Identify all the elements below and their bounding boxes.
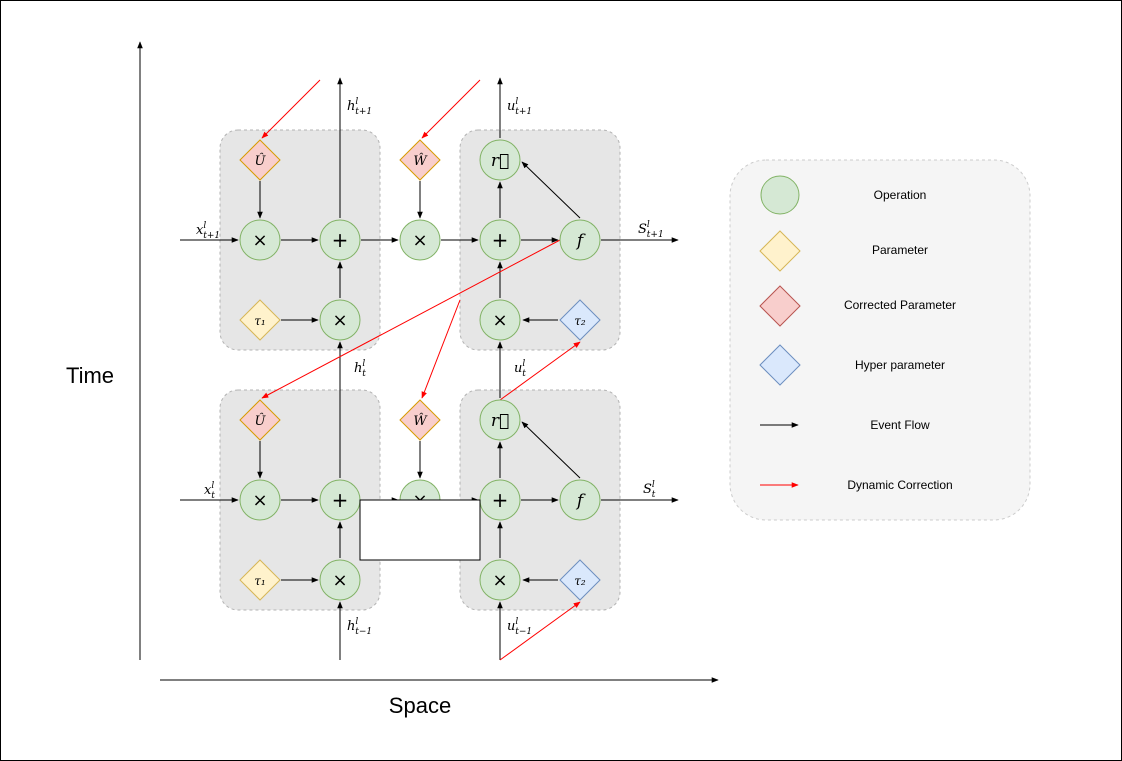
- multiply-symbol: ×: [252, 230, 267, 251]
- fire-function-symbol: f: [575, 491, 586, 511]
- multiply-symbol: ×: [252, 490, 267, 511]
- add-symbol: +: [492, 228, 509, 252]
- legend-box: [729, 159, 1031, 521]
- multiply-symbol: ×: [332, 310, 347, 331]
- legend-corrected-parameter-swatch: [759, 285, 801, 327]
- u-hat-symbol: Û: [255, 412, 267, 429]
- legend-hyper-parameter-label: Hyper parameter: [855, 358, 945, 372]
- event-flow-arrows: [180, 77, 679, 660]
- tau2-symbol: τ₂: [574, 574, 586, 588]
- dynamic-correction-arrows: [261, 79, 581, 661]
- parameter-diamonds: Û Ŵ Û Ŵ τ₁ τ₁ τ₂ τ₂: [239, 139, 601, 601]
- reset-symbol: r⃗: [491, 151, 509, 171]
- blank-overlay-box: [359, 499, 481, 561]
- time-axis-label: Time: [66, 363, 114, 388]
- add-symbol: +: [492, 488, 509, 512]
- tau2-symbol: τ₂: [574, 314, 586, 328]
- add-symbol: +: [332, 228, 349, 252]
- w-hat-symbol: Ŵ: [413, 413, 428, 429]
- space-axis-label: Space: [389, 693, 451, 718]
- tau1-symbol: τ₁: [254, 574, 265, 588]
- multiply-symbol: ×: [332, 570, 347, 591]
- multiply-symbol: ×: [412, 230, 427, 251]
- legend-operation-swatch: [760, 175, 800, 215]
- legend: Operation Parameter Corrected Parameter …: [729, 159, 1031, 521]
- legend-dynamic-correction-label: Dynamic Correction: [847, 478, 952, 492]
- legend-parameter-swatch: [759, 230, 801, 272]
- multiply-symbol: ×: [492, 310, 507, 331]
- fire-function-symbol: f: [575, 231, 586, 251]
- legend-parameter-label: Parameter: [872, 243, 928, 257]
- multiply-symbol: ×: [492, 570, 507, 591]
- add-symbol: +: [332, 488, 349, 512]
- legend-event-flow-label: Event Flow: [870, 418, 930, 432]
- legend-hyper-parameter-swatch: [759, 344, 801, 386]
- tau1-symbol: τ₁: [254, 314, 265, 328]
- w-hat-symbol: Ŵ: [413, 153, 428, 169]
- legend-operation-label: Operation: [874, 188, 927, 202]
- operation-nodes: × + × + f × × r⃗ × + × + f × × r⃗: [239, 139, 601, 601]
- u-hat-symbol: Û: [255, 152, 267, 169]
- reset-symbol: r⃗: [491, 411, 509, 431]
- legend-corrected-parameter-label: Corrected Parameter: [844, 298, 956, 312]
